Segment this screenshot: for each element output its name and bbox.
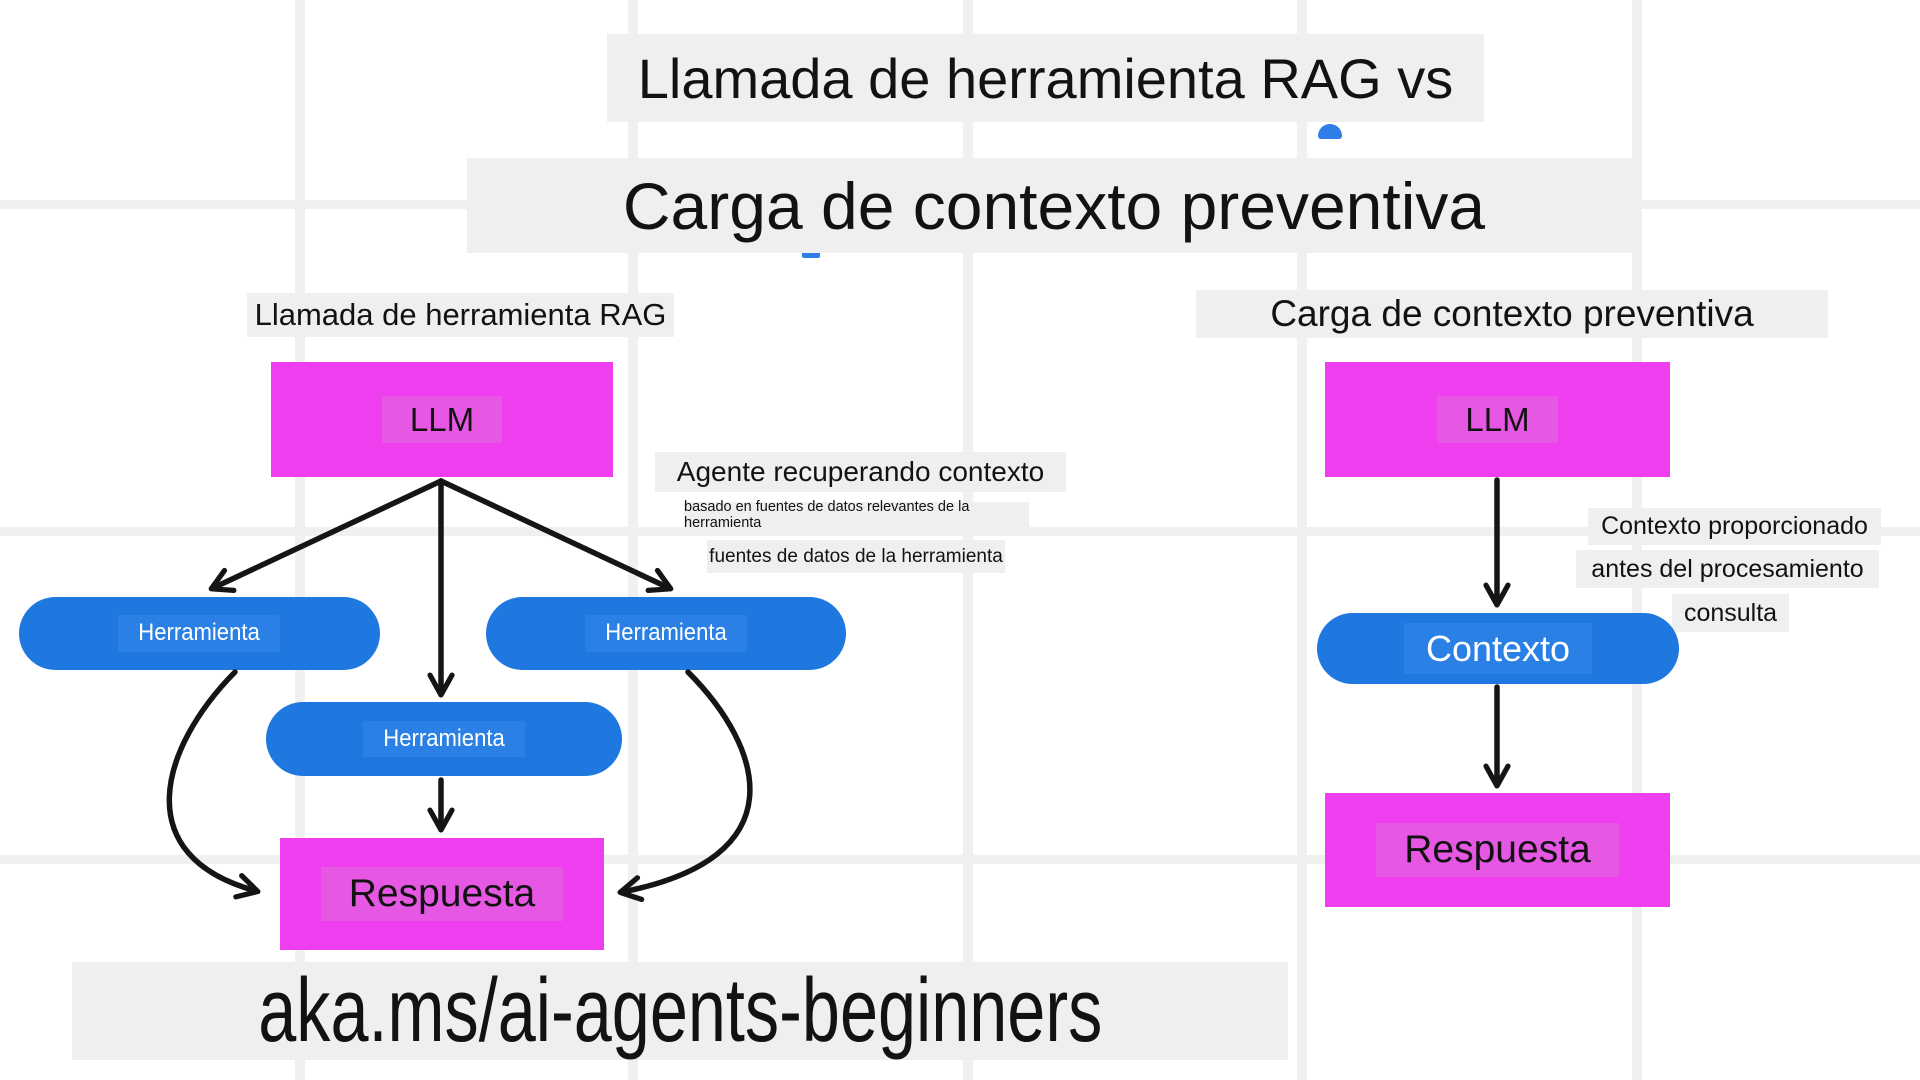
- right-note-line3: consulta: [1672, 594, 1789, 632]
- grid-horizontal-line: [0, 855, 1920, 864]
- main-title-line2: Carga de contexto preventiva: [467, 158, 1641, 253]
- middle-note-line3-text: fuentes de datos de la herramienta: [709, 545, 1003, 567]
- middle-note-line1: Agente recuperando contexto: [655, 452, 1066, 492]
- context-pill: Contexto: [1317, 613, 1679, 684]
- grid-horizontal-line: [0, 527, 1920, 536]
- main-title-line2-text: Carga de contexto preventiva: [622, 168, 1486, 243]
- right-note-line2-text: antes del procesamiento: [1591, 554, 1864, 583]
- right-note-line2: antes del procesamiento: [1576, 550, 1879, 588]
- blue-cursor-dash: [802, 251, 820, 258]
- footer-link-box: aka.ms/ai-agents-beginners: [72, 960, 1288, 1061]
- blue-cursor-dot: [1318, 124, 1342, 139]
- left-llm-label: LLM: [381, 395, 503, 444]
- right-llm-box: LLM: [1325, 362, 1670, 477]
- right-note-line1-text: Contexto proporcionado: [1601, 512, 1868, 540]
- tool-pill-left: Herramienta: [19, 597, 380, 670]
- right-section-heading-text: Carga de contexto preventiva: [1270, 293, 1754, 334]
- right-note-line3-text: consulta: [1683, 598, 1778, 627]
- main-title-line1-text: Llamada de herramienta RAG vs: [637, 46, 1454, 110]
- middle-note-line1-text: Agente recuperando contexto: [676, 456, 1045, 487]
- right-response-box: Respuesta: [1325, 793, 1670, 907]
- context-pill-label: Contexto: [1403, 622, 1593, 675]
- grid-vertical-line: [1297, 0, 1307, 1080]
- left-response-box: Respuesta: [280, 838, 604, 950]
- tool-pill-middle-label: Herramienta: [363, 720, 525, 758]
- tool-pill-left-label: Herramienta: [118, 615, 281, 652]
- right-llm-label: LLM: [1437, 395, 1558, 444]
- tool-pill-middle: Herramienta: [266, 702, 622, 776]
- left-response-label: Respuesta: [320, 866, 564, 922]
- tool-pill-right-label: Herramienta: [585, 615, 747, 652]
- tool-pill-right: Herramienta: [486, 597, 846, 670]
- left-section-heading: Llamada de herramienta RAG: [247, 293, 674, 337]
- footer-link-text: aka.ms/ai-agents-beginners: [257, 960, 1103, 1061]
- middle-note-line3: fuentes de datos de la herramienta: [707, 540, 1005, 573]
- left-section-heading-text: Llamada de herramienta RAG: [254, 297, 667, 332]
- middle-note-line2: basado en fuentes de datos relevantes de…: [684, 499, 1029, 531]
- right-note-line1: Contexto proporcionado: [1588, 508, 1881, 545]
- main-title-line1: Llamada de herramienta RAG vs: [607, 34, 1484, 122]
- middle-note-line2-text: basado en fuentes de datos relevantes de…: [684, 498, 970, 531]
- right-section-heading: Carga de contexto preventiva: [1196, 290, 1828, 338]
- right-response-label: Respuesta: [1376, 822, 1619, 878]
- left-llm-box: LLM: [271, 362, 613, 477]
